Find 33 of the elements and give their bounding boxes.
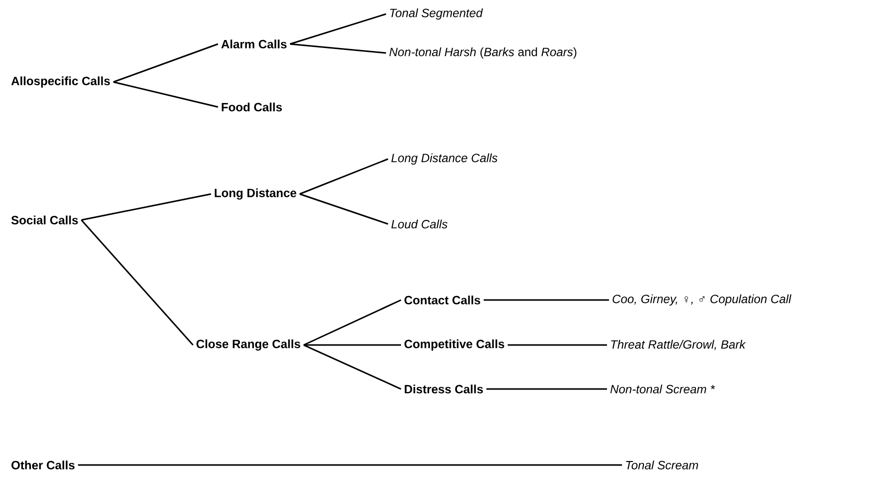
connector-line — [303, 344, 402, 390]
call-type-label: Tonal Scream — [626, 460, 698, 470]
connector-line — [81, 193, 212, 221]
connector-line — [290, 13, 386, 45]
category-label: Long Distance — [214, 188, 296, 200]
category-label: Alarm Calls — [221, 40, 287, 48]
call-type-label: Threat Rattle/Growl, Bark — [611, 340, 746, 350]
connector-line — [113, 43, 218, 83]
category-label: Other Calls — [11, 460, 75, 470]
connector-line — [484, 299, 609, 301]
connector-line — [486, 388, 607, 390]
category-label: Competitive Calls — [404, 339, 504, 351]
category-label: Allospecific Calls — [11, 76, 110, 88]
category-label: Close Range Calls — [196, 339, 300, 351]
connector-line — [304, 344, 401, 346]
connector-line — [299, 193, 388, 225]
connector-line — [290, 43, 386, 54]
call-type-label: Long Distance Calls — [391, 153, 498, 165]
connector-line — [303, 299, 402, 346]
call-type-label: Coo, Girney, ♀, ♂ Copulation Call — [612, 294, 792, 306]
call-type-label: Tonal Segmented — [390, 8, 483, 20]
call-type-label: Non-tonal Scream * — [610, 384, 716, 394]
connector-line — [78, 464, 622, 466]
connector-line — [299, 158, 388, 195]
call-type-label: Loud Calls — [391, 220, 448, 228]
connector-line — [113, 81, 218, 108]
category-label: Distress Calls — [404, 384, 483, 394]
connector-line — [80, 220, 194, 346]
category-label: Social Calls — [11, 216, 78, 224]
category-label: Contact Calls — [404, 296, 480, 304]
connector-line — [508, 344, 607, 346]
category-label: Food Calls — [222, 102, 282, 112]
call-type-label: Non-tonal Harsh (Barks and Roars) — [389, 47, 576, 59]
